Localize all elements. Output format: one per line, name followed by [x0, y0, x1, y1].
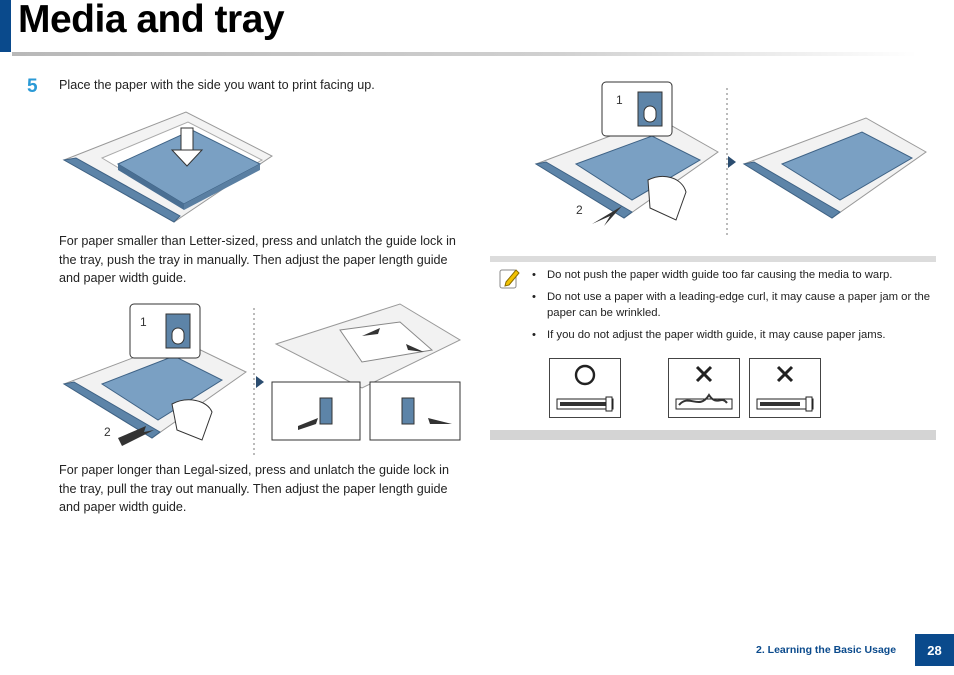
note-top-border — [490, 256, 936, 262]
page-number: 28 — [915, 634, 954, 666]
wrong-x-icon — [675, 365, 733, 410]
title-accent-bar — [0, 0, 11, 52]
note-item: Do not use a paper with a leading-edge c… — [532, 289, 932, 321]
note-item: Do not push the paper width guide too fa… — [532, 267, 932, 283]
wrong-x-icon-2 — [756, 365, 814, 412]
step-text: Place the paper with the side you want t… — [59, 78, 375, 92]
title-divider — [12, 52, 917, 56]
note-pencil-icon — [499, 269, 520, 289]
pull-tray-figure: 1 2 — [534, 81, 927, 236]
tray-paper-figure — [62, 111, 273, 223]
para-smaller-paper: For paper smaller than Letter-sized, pre… — [59, 234, 456, 285]
callout-1: 1 — [140, 315, 147, 329]
callout-2: 2 — [104, 425, 111, 439]
step-number: 5 — [27, 76, 38, 97]
footer-chapter-link[interactable]: 2. Learning the Basic Usage — [756, 644, 897, 656]
callout-1-right: 1 — [616, 93, 623, 107]
callout-2-right: 2 — [576, 203, 583, 217]
note-item: If you do not adjust the paper width gui… — [532, 327, 932, 343]
note-bottom-border — [490, 430, 936, 440]
para-longer-paper: For paper longer than Legal-sized, press… — [59, 463, 449, 514]
push-tray-figure: 1 2 — [62, 303, 462, 456]
warped-guide-figure — [668, 358, 740, 418]
correct-guide-figure — [549, 358, 621, 418]
note-list: Do not push the paper width guide too fa… — [532, 267, 932, 349]
page-title: Media and tray — [18, 0, 285, 41]
correct-circle-icon — [556, 364, 614, 412]
note-box: Do not push the paper width guide too fa… — [490, 256, 936, 440]
loose-guide-figure — [749, 358, 821, 418]
